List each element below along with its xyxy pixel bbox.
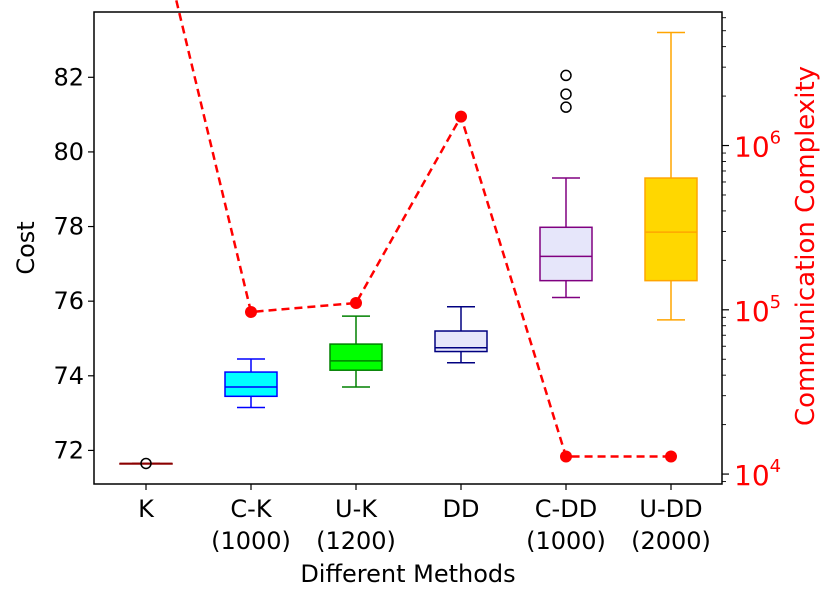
complexity-point (560, 450, 572, 463)
y2-tick-label: 105 (734, 292, 781, 328)
x-tick-label: (1200) (316, 527, 396, 555)
y2-tick-label: 106 (734, 128, 781, 164)
box-body (539, 226, 593, 282)
x-tick-label: K (138, 495, 155, 523)
x-tick-label: U-DD (639, 495, 702, 523)
box-3 (434, 306, 488, 364)
flier-point (560, 101, 572, 113)
y2-axis-label: Communication Complexity (791, 66, 821, 426)
y2-tick-label: 104 (734, 456, 781, 492)
boxes-layer (119, 31, 698, 470)
complexity-point (245, 305, 257, 318)
x-tick-label: U-K (335, 495, 378, 523)
left-axis: 72 74 76 78 80 82 (53, 63, 94, 464)
right-axis: 104105106107 (722, 17, 781, 492)
complexity-point (350, 297, 362, 310)
box-2 (329, 315, 383, 388)
box-body (224, 371, 278, 398)
plot-frame (93, 11, 723, 485)
x-tick-label: C-DD (535, 495, 597, 523)
y-axis-label: Cost (12, 221, 40, 274)
flier-point (140, 457, 152, 470)
box-0 (119, 457, 173, 470)
y-tick-label: 82 (53, 63, 84, 91)
box-1 (224, 358, 278, 409)
box-4 (539, 69, 593, 299)
box-body (329, 343, 383, 371)
y-tick-label: 76 (53, 287, 84, 315)
complexity-point (455, 110, 467, 123)
x-tick-label: C-K (230, 495, 272, 523)
x-tick-label: (1000) (526, 527, 606, 555)
y-tick-label: 72 (53, 436, 84, 464)
flier-point (560, 69, 572, 82)
x-tick-label: (1000) (211, 527, 291, 555)
x-axis-label: Different Methods (300, 560, 515, 588)
box-5 (644, 31, 698, 321)
box-body (434, 330, 488, 353)
complexity-point (665, 450, 677, 463)
x-tick-label: DD (443, 495, 480, 523)
flier-point (560, 88, 572, 100)
x-axis: K C-K (1000) U-K (1200) DD C-DD (1000) U-DD (2000… (138, 484, 711, 555)
complexity-layer (174, 0, 677, 463)
y-tick-label: 78 (53, 213, 84, 241)
y-tick-label: 80 (53, 138, 84, 166)
x-tick-label: (2000) (631, 527, 711, 555)
box-body (644, 177, 698, 282)
y-tick-label: 74 (53, 362, 84, 390)
